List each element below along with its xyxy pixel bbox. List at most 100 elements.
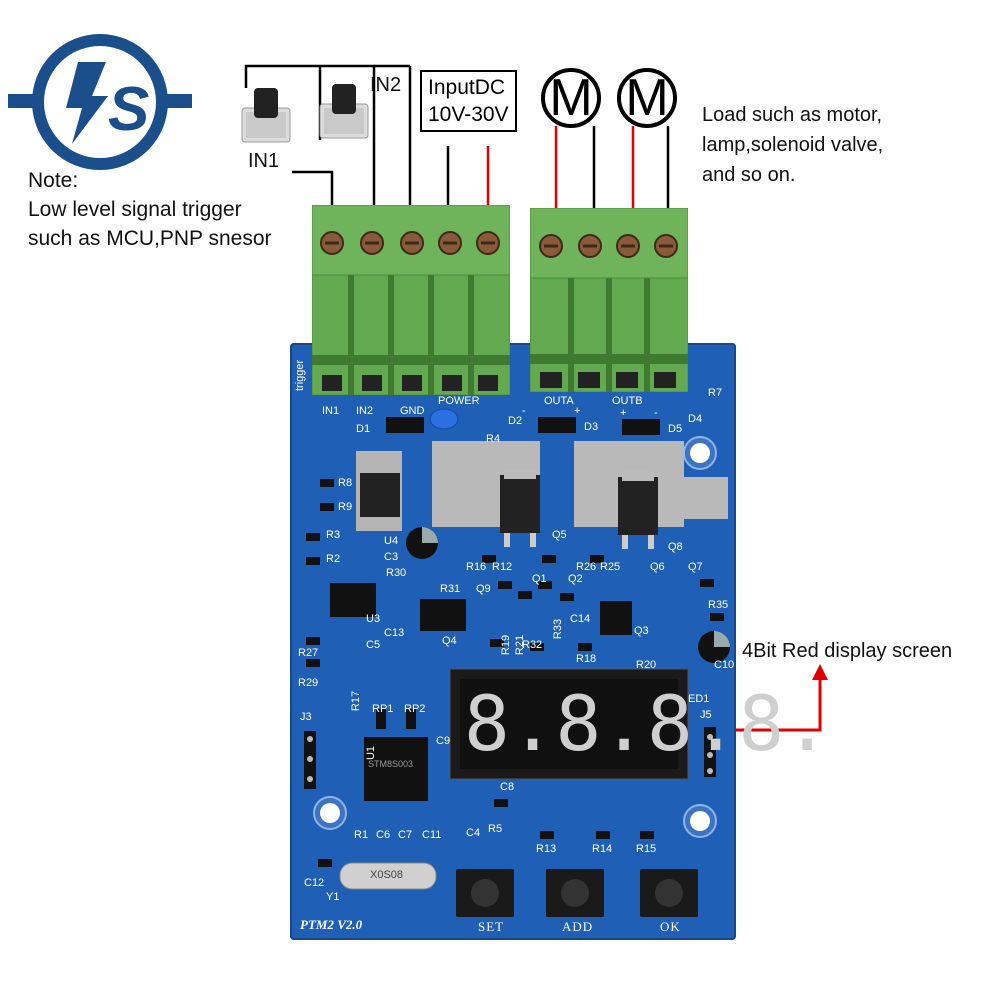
silk-r31: R31 (440, 583, 461, 595)
brand-logo-icon: S (8, 34, 192, 170)
silk-c10: C10 (714, 659, 735, 671)
silk-r8: R8 (338, 477, 353, 489)
silk-q8: Q8 (668, 541, 683, 553)
label-in2: IN2 (370, 74, 402, 96)
input-dc-line2: 10V-30V (428, 103, 509, 126)
silk-r26: R26 (576, 561, 597, 573)
silk-r1: R1 (354, 829, 369, 841)
silk-r20: R20 (636, 659, 657, 671)
silk-minus-b: - (654, 407, 658, 419)
motor-symbol-1: M (541, 68, 601, 128)
board-model: PTM2 V2.0 (300, 917, 363, 932)
note-line2: Low level signal trigger (28, 198, 242, 221)
silk-d3: D3 (584, 421, 599, 433)
silk-minus-a: - (522, 405, 526, 417)
silk-q5: Q5 (552, 529, 567, 541)
seven-segment-display: 8. 8. 8. 8. (464, 679, 830, 769)
display-digit-4: 8. (738, 679, 831, 768)
silk-c5: C5 (366, 639, 381, 651)
ic-marking: STM8S003 (368, 759, 414, 769)
silk-d1: D1 (356, 423, 371, 435)
motor-1-letter: M (549, 69, 593, 127)
note-line3: such as MCU,PNP snesor (28, 227, 272, 250)
input-dc-line1: InputDC (428, 76, 506, 99)
silk-rp2: RP2 (404, 703, 426, 715)
silk-r9: R9 (338, 501, 353, 513)
silk-led1: ED1 (688, 693, 710, 705)
silk-c12: C12 (304, 877, 325, 889)
load-line3: and so on. (702, 164, 796, 186)
load-description: Load such as motor, lamp,solenoid valve,… (702, 100, 883, 190)
silk-c3: C3 (384, 551, 399, 563)
silk-c7: C7 (398, 829, 413, 841)
silk-d5: D5 (668, 423, 683, 435)
silk-r15: R15 (636, 843, 657, 855)
silk-r5: R5 (488, 823, 503, 835)
motor-symbol-2: M (617, 68, 677, 128)
silk-d2: D2 (508, 415, 523, 427)
silk-r19: R19 (500, 634, 513, 656)
load-line1: Load such as motor, (702, 104, 883, 126)
label-in1: IN1 (248, 150, 280, 172)
silk-r33: R33 (552, 618, 565, 640)
silk-q3: Q3 (634, 625, 649, 637)
note-text: Note: Low level signal trigger such as M… (28, 166, 272, 253)
display-digit-2: 8. (555, 679, 648, 768)
silk-power: POWER (438, 395, 480, 407)
terminal-block-output (529, 207, 689, 393)
switch-in1 (240, 86, 292, 144)
silk-q1: Q1 (532, 573, 547, 585)
silk-outb: OUTB (612, 395, 643, 407)
silk-u4: U4 (384, 535, 399, 547)
silk-r2: R2 (326, 553, 341, 565)
silk-c8: C8 (500, 781, 515, 793)
silk-c6: C6 (376, 829, 391, 841)
silk-r4: R4 (486, 433, 501, 445)
motor-2-letter: M (625, 69, 669, 127)
silk-c13: C13 (384, 627, 405, 639)
silk-in1: IN1 (322, 405, 340, 417)
silk-r25: R25 (600, 561, 621, 573)
brand-logo: S (8, 32, 192, 172)
silk-r27: R27 (298, 647, 319, 659)
silk-trigger: trigger (294, 359, 306, 391)
silk-r35: R35 (708, 599, 729, 611)
silk-r12: R12 (492, 561, 513, 573)
input-dc-box: InputDC 10V-30V (420, 70, 517, 132)
label-ok-button: OK (660, 919, 681, 934)
silk-r30: R30 (386, 567, 407, 579)
silk-r29: R29 (298, 677, 319, 689)
silk-q2: Q2 (568, 573, 583, 585)
label-add-button: ADD (562, 919, 594, 934)
silk-r13: R13 (536, 843, 557, 855)
silk-u3: U3 (366, 613, 381, 625)
silk-r7: R7 (708, 387, 723, 399)
silk-q7: Q7 (688, 561, 703, 573)
display-digit-3: 8. (647, 679, 739, 768)
silk-r17: R17 (350, 690, 363, 712)
silk-gnd: GND (400, 405, 425, 417)
silk-y1: Y1 (326, 891, 340, 903)
silk-u1: U1 (365, 745, 378, 761)
silk-j5: J5 (700, 709, 712, 721)
silk-q4: Q4 (442, 635, 457, 647)
silk-d4: D4 (688, 413, 703, 425)
load-line2: lamp,solenoid valve, (702, 134, 884, 156)
silk-in2: IN2 (356, 405, 374, 417)
silk-r18: R18 (576, 653, 597, 665)
switch-in2 (318, 82, 370, 140)
silk-q6: Q6 (650, 561, 665, 573)
pcb-buttons (456, 869, 698, 917)
display-callout-label: 4Bit Red display screen (742, 640, 953, 662)
label-set-button: SET (478, 919, 505, 934)
pcb-board: trigger IN1 IN2 GND POWER OUTA OUTB + - … (290, 343, 830, 940)
silk-c4: C4 (466, 827, 481, 839)
crystal-marking: X0S08 (370, 869, 404, 881)
note-line1: Note: (28, 169, 79, 192)
silk-plus-b: + (620, 407, 627, 419)
silk-c9: C9 (436, 735, 451, 747)
pcb-graphics (304, 408, 730, 917)
silk-r14: R14 (592, 843, 613, 855)
silk-r16: R16 (466, 561, 487, 573)
logo-letter: S (108, 75, 149, 144)
